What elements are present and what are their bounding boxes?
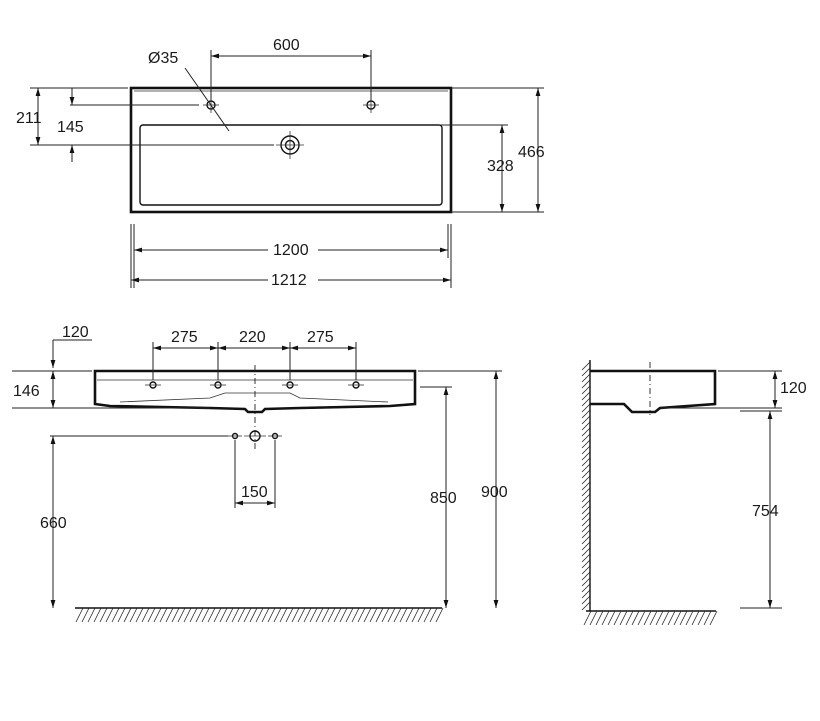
rim-height-label: 146: [13, 383, 40, 400]
edge-offset-label: 120: [62, 324, 89, 341]
install-height-label: 850: [430, 490, 457, 507]
side-floor-hatch: [583, 610, 718, 626]
spacing-right-label: 275: [307, 329, 334, 346]
hole-diameter-label: Ø35: [148, 50, 178, 67]
side-rim-height-label: 120: [780, 380, 807, 397]
spacing-center-label: 220: [239, 329, 266, 346]
front-tap-hole-3: [282, 381, 298, 389]
outer-width-label: 1212: [271, 272, 307, 289]
waste-spacing-label: 150: [241, 484, 268, 501]
top-height-label: 900: [481, 484, 508, 501]
tap-offset-label: 211: [16, 110, 42, 127]
tap-spacing-label: 600: [273, 37, 300, 54]
inner-width-label: 1200: [273, 242, 309, 259]
front-view: 120 275 220 275 146 660 150 850 900: [12, 324, 508, 623]
side-view-outline: [590, 369, 717, 414]
front-tap-hole-1: [145, 381, 161, 389]
side-bottom-height-label: 754: [752, 503, 779, 520]
side-wall-hatch: [581, 361, 591, 611]
basin-depth-label: 328: [487, 158, 514, 175]
top-view-outline: [129, 86, 453, 214]
front-tap-hole-4: [348, 381, 364, 389]
waste-floor-height-label: 660: [40, 515, 67, 532]
side-view: 120 754: [581, 360, 807, 626]
drain-icon: [276, 131, 304, 159]
top-view-basin: [139, 124, 443, 206]
waste-outlets: [228, 430, 282, 442]
top-view: Ø35 600 211 145 328 466 1200: [16, 37, 545, 289]
front-view-outline: [93, 369, 417, 414]
front-floor-hatch: [75, 607, 444, 623]
spacing-left-label: 275: [171, 329, 198, 346]
front-tap-hole-2: [210, 381, 226, 389]
total-depth-label: 466: [518, 144, 545, 161]
drain-offset-label: 145: [57, 119, 84, 136]
